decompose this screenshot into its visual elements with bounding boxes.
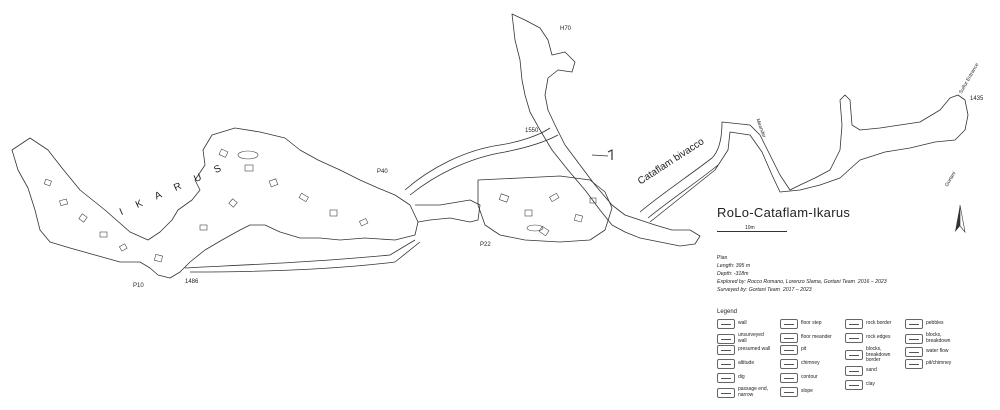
station-h70: H70: [560, 26, 572, 32]
info-heading: Plan: [717, 255, 728, 261]
info-block: Plan Length: 395 m Depth: -318m Explored…: [717, 254, 887, 294]
legend-symbol: [845, 319, 863, 329]
legend-symbol: [845, 380, 863, 390]
legend-symbol: [905, 359, 923, 369]
legend-item: pit: [780, 345, 806, 355]
legend-item: floor step: [780, 319, 822, 329]
legend-item: wall: [717, 319, 747, 329]
legend-symbol: [845, 350, 863, 361]
legend-symbol: [780, 345, 798, 355]
legend-symbol: [717, 319, 735, 329]
info-surveyed: Surveyed by: Gortani Team: [717, 287, 780, 293]
h70-shaft: [511, 13, 701, 247]
legend-symbol: [717, 359, 735, 369]
legend-item: altitude: [717, 359, 754, 369]
legend-symbol: [780, 333, 798, 343]
legend-symbol: [780, 319, 798, 329]
legend-title: Legend: [717, 309, 738, 315]
legend-item: chimney: [780, 359, 820, 369]
scale-line: [717, 231, 787, 232]
north-arrow: [955, 204, 966, 234]
legend-item: blocks, breakdown border: [845, 346, 900, 364]
scale-label: 10m: [745, 225, 755, 231]
info-explored: Explored by: Rocco Romano, Lorenzo Slama…: [717, 279, 855, 285]
map-title: RoLo-Cataflam-Ikarus: [717, 205, 851, 220]
legend-symbol: [845, 366, 863, 376]
legend-item: pebbles: [905, 319, 944, 329]
legend-symbol: [717, 333, 735, 344]
legend-symbol: [717, 373, 735, 383]
station-p10: P10: [133, 283, 144, 289]
info-surveyed-years: 2017 – 2023: [782, 287, 812, 293]
legend-item: pit/chimney: [905, 359, 951, 369]
legend-symbol: [845, 333, 863, 343]
legend-symbol: [905, 333, 923, 344]
legend-symbol: [905, 347, 923, 357]
legend-symbol: [717, 345, 735, 355]
legend-item: blocks, breakdown: [905, 332, 960, 344]
station-1550: 1550: [525, 128, 539, 134]
info-length: Length: 395 m: [717, 263, 751, 269]
legend-item: sand: [845, 366, 877, 376]
legend-item: slope: [780, 387, 813, 397]
station-p22: P22: [480, 242, 491, 248]
legend-item: presumed wall: [717, 345, 770, 355]
legend-item: unsurveyed wall: [717, 332, 772, 344]
legend-item: dig: [717, 373, 745, 383]
legend-symbol: [717, 387, 735, 398]
p22-chamber: [477, 175, 613, 243]
legend-symbol: [780, 359, 798, 369]
info-depth: Depth: -318m: [717, 271, 749, 277]
legend-item: clay: [845, 380, 875, 390]
legend-item: floor meander: [780, 333, 832, 343]
station-1435: 1435: [970, 96, 984, 102]
legend-item: rock border: [845, 319, 891, 329]
legend-symbol: [780, 387, 798, 397]
legend-symbol: [780, 373, 798, 383]
legend-item: contour: [780, 373, 818, 383]
station-1486: 1486: [185, 279, 199, 285]
info-explored-years: 2016 – 2023: [857, 279, 887, 285]
station-p40: P40: [377, 169, 388, 175]
scale-bar: 10m: [717, 225, 787, 235]
legend-item: water flow: [905, 347, 949, 357]
legend-item: passage end, narrow: [717, 386, 772, 398]
legend-symbol: [905, 319, 923, 329]
ikarus-chamber: [11, 127, 419, 279]
legend-item: rock edges: [845, 333, 890, 343]
